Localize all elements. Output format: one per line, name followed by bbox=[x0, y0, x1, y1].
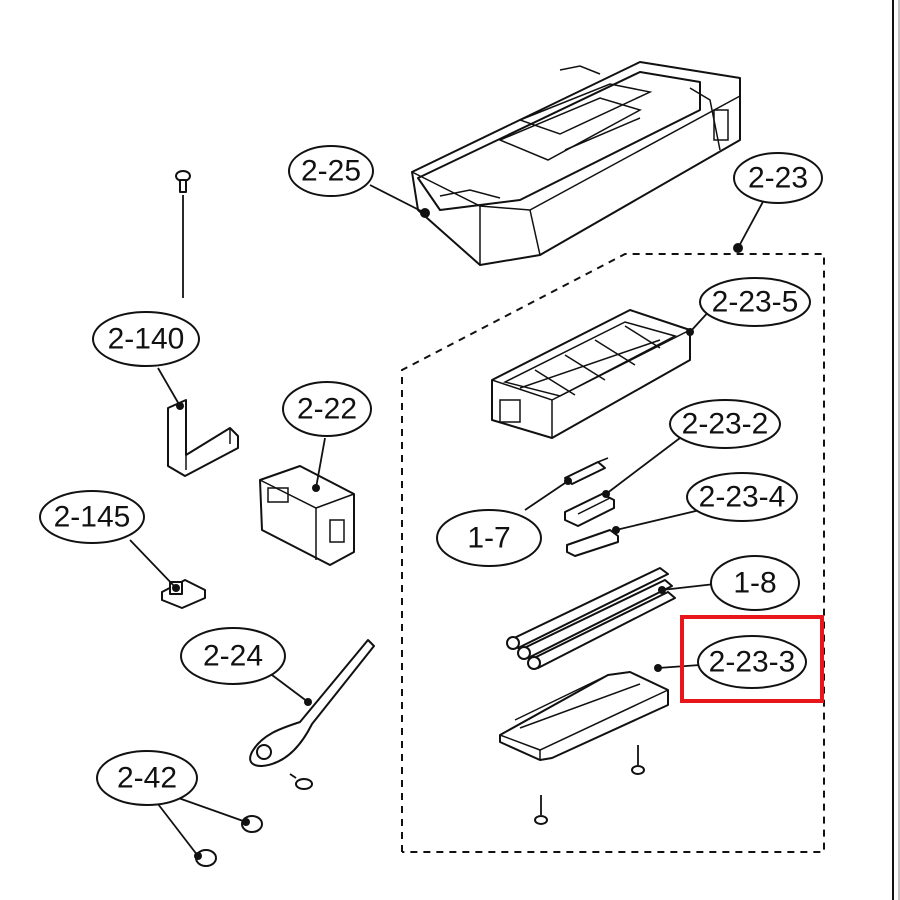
callout-2-42[interactable]: 2-42 bbox=[96, 750, 198, 806]
callout-2-25[interactable]: 2-25 bbox=[288, 145, 374, 197]
callout-2-24[interactable]: 2-24 bbox=[180, 627, 286, 685]
part-pad bbox=[566, 526, 620, 557]
callout-label: 1-7 bbox=[467, 522, 510, 555]
part-hose-clamp-1 bbox=[241, 815, 263, 833]
callout-label: 2-24 bbox=[203, 640, 263, 673]
callout-label: 2-23 bbox=[748, 162, 808, 195]
part-heater bbox=[506, 567, 676, 670]
part-sensor-holder bbox=[564, 490, 615, 527]
callout-label: 2-23-3 bbox=[709, 646, 796, 679]
callout-label: 2-140 bbox=[108, 323, 185, 356]
part-screw-cover-1 bbox=[631, 745, 645, 775]
callout-label: 2-23-5 bbox=[712, 286, 799, 319]
callout-label: 2-42 bbox=[117, 762, 177, 795]
callout-1-7[interactable]: 1-7 bbox=[436, 509, 542, 567]
callout-label: 2-145 bbox=[54, 501, 131, 534]
leader-lines bbox=[129, 184, 766, 857]
part-lever-arm bbox=[249, 639, 375, 767]
callout-label: 1-8 bbox=[733, 567, 776, 600]
callout-2-23-4[interactable]: 2-23-4 bbox=[686, 472, 798, 522]
callout-label: 2-25 bbox=[301, 155, 361, 188]
callout-label: 2-22 bbox=[297, 393, 357, 426]
part-control-box bbox=[259, 465, 355, 566]
part-heater-cover bbox=[499, 664, 669, 761]
part-ice-maker-housing bbox=[411, 61, 741, 266]
part-hose-clamp-2 bbox=[194, 849, 217, 867]
part-ice-tray bbox=[491, 309, 694, 439]
callout-2-23-3[interactable]: 2-23-3 bbox=[697, 635, 807, 689]
part-thermistor bbox=[564, 457, 609, 485]
callout-2-22[interactable]: 2-22 bbox=[282, 381, 372, 437]
highlight-box bbox=[680, 615, 824, 703]
callout-label: 2-23-4 bbox=[699, 481, 786, 514]
callout-2-145[interactable]: 2-145 bbox=[39, 490, 145, 544]
callout-2-23[interactable]: 2-23 bbox=[733, 152, 823, 204]
part-clip-2-145 bbox=[161, 579, 206, 609]
part-screw-cover-2 bbox=[534, 795, 548, 825]
part-screw-top bbox=[175, 170, 191, 298]
part-bracket-2-140 bbox=[167, 399, 239, 477]
callout-2-140[interactable]: 2-140 bbox=[92, 311, 200, 367]
callout-2-23-2[interactable]: 2-23-2 bbox=[669, 399, 781, 449]
part-screw-lever bbox=[289, 773, 313, 790]
callout-1-8[interactable]: 1-8 bbox=[710, 555, 800, 611]
callout-label: 2-23-2 bbox=[682, 408, 769, 441]
callout-2-23-5[interactable]: 2-23-5 bbox=[699, 277, 811, 327]
group-box-2-23 bbox=[401, 253, 825, 853]
